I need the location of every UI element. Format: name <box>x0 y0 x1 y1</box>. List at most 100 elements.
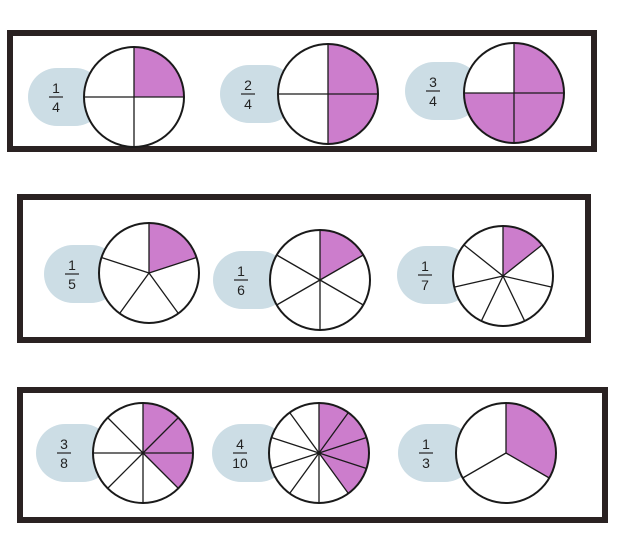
empty-sector <box>289 453 319 503</box>
shaded-sector <box>134 47 184 97</box>
shaded-sector <box>319 453 367 494</box>
fraction-item-1-2: 24 <box>220 43 379 145</box>
fraction-denominator: 5 <box>68 276 76 292</box>
empty-sector <box>271 412 319 453</box>
shaded-sector <box>328 94 378 144</box>
empty-sector <box>452 244 503 288</box>
sector-divider <box>271 436 320 454</box>
sector-divider <box>319 279 364 306</box>
sector-divider <box>276 254 321 281</box>
circle-outline <box>463 42 565 144</box>
shaded-sector <box>503 226 543 276</box>
empty-sector <box>149 257 199 314</box>
fraction-numerator: 2 <box>244 77 252 93</box>
sector-divider <box>462 452 507 479</box>
fraction-item-3-1: 38 <box>36 402 194 504</box>
empty-sector <box>93 453 143 489</box>
empty-sector <box>119 273 179 323</box>
fraction-label-pill <box>212 424 288 482</box>
empty-sector <box>107 453 143 503</box>
empty-sector <box>464 43 514 93</box>
shaded-sector <box>514 93 564 143</box>
fraction-numerator: 1 <box>421 258 429 274</box>
shaded-sector <box>319 403 349 453</box>
fraction-numerator: 1 <box>422 436 430 452</box>
circle-outline <box>268 402 370 504</box>
fraction-denominator: 4 <box>429 93 437 109</box>
fraction-denominator: 7 <box>421 277 429 293</box>
fraction-denominator: 3 <box>422 455 430 471</box>
sector-divider <box>463 244 504 277</box>
empty-sector <box>503 244 554 288</box>
fraction-item-2-1: 15 <box>44 222 200 324</box>
shaded-sector <box>143 453 193 489</box>
sector-divider <box>502 275 552 288</box>
circle-outline <box>92 402 194 504</box>
sector-divider <box>318 452 367 470</box>
empty-sector <box>456 403 506 478</box>
sector-divider <box>276 279 321 306</box>
circle-outline <box>455 402 557 504</box>
shaded-sector <box>143 417 193 453</box>
sector-divider <box>289 412 320 454</box>
empty-sector <box>463 226 503 276</box>
sector-divider <box>502 275 526 322</box>
empty-sector <box>101 223 149 273</box>
fraction-denominator: 10 <box>232 455 248 471</box>
fraction-numerator: 3 <box>429 74 437 90</box>
sector-divider <box>148 272 179 314</box>
sector-divider <box>107 452 144 489</box>
circle-outline <box>452 225 554 327</box>
empty-sector <box>271 453 319 494</box>
sector-divider <box>271 452 320 470</box>
fraction-item-1-3: 34 <box>405 42 565 144</box>
sector-divider <box>101 256 150 274</box>
sector-divider <box>289 452 320 494</box>
sector-divider <box>148 256 197 274</box>
fraction-item-3-3: 13 <box>398 402 557 504</box>
sector-divider <box>318 436 367 454</box>
empty-sector <box>93 417 143 453</box>
fraction-numerator: 3 <box>60 436 68 452</box>
row-frame-3 <box>17 387 608 523</box>
fraction-numerator: 1 <box>237 263 245 279</box>
fraction-item-3-2: 410 <box>212 402 370 504</box>
fraction-numerator: 1 <box>52 80 60 96</box>
empty-sector <box>107 402 143 453</box>
circle-outline <box>98 222 200 324</box>
fraction-label-pill <box>220 65 296 123</box>
sector-divider <box>142 452 179 489</box>
empty-sector <box>462 453 550 503</box>
fraction-item-1-1: 14 <box>28 46 185 148</box>
fraction-item-2-3: 17 <box>397 225 554 327</box>
sector-divider <box>107 417 144 454</box>
sector-divider <box>318 412 349 454</box>
empty-sector <box>84 97 134 147</box>
fraction-denominator: 4 <box>52 99 60 115</box>
sector-divider <box>505 452 550 479</box>
fraction-denominator: 6 <box>237 282 245 298</box>
sector-divider <box>502 244 543 277</box>
shaded-sector <box>143 403 179 453</box>
sector-divider <box>319 254 364 281</box>
sector-divider <box>318 452 349 494</box>
empty-sector <box>270 255 320 305</box>
empty-sector <box>278 94 328 144</box>
empty-sector <box>143 453 179 503</box>
empty-sector <box>481 276 525 326</box>
fraction-numerator: 1 <box>68 257 76 273</box>
empty-sector <box>319 453 349 503</box>
empty-sector <box>269 437 319 469</box>
fraction-label-pill <box>213 251 289 309</box>
empty-sector <box>134 97 184 147</box>
circle-outline <box>277 43 379 145</box>
fraction-label-pill <box>398 424 474 482</box>
empty-sector <box>320 255 370 305</box>
shaded-sector <box>514 43 564 93</box>
shaded-sector <box>328 44 378 94</box>
empty-sector <box>84 47 134 97</box>
fraction-denominator: 8 <box>60 455 68 471</box>
sector-divider <box>119 272 150 314</box>
shaded-sector <box>319 437 369 469</box>
